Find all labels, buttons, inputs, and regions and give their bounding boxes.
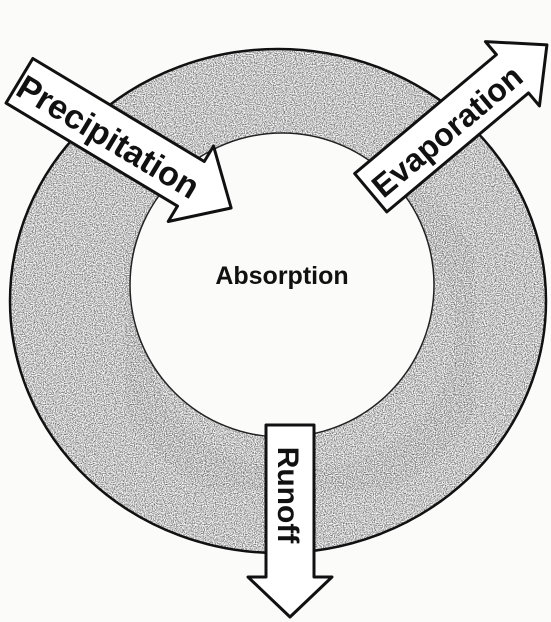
absorption-label: Absorption	[215, 262, 348, 290]
runoff-label: Runoff	[271, 447, 304, 545]
